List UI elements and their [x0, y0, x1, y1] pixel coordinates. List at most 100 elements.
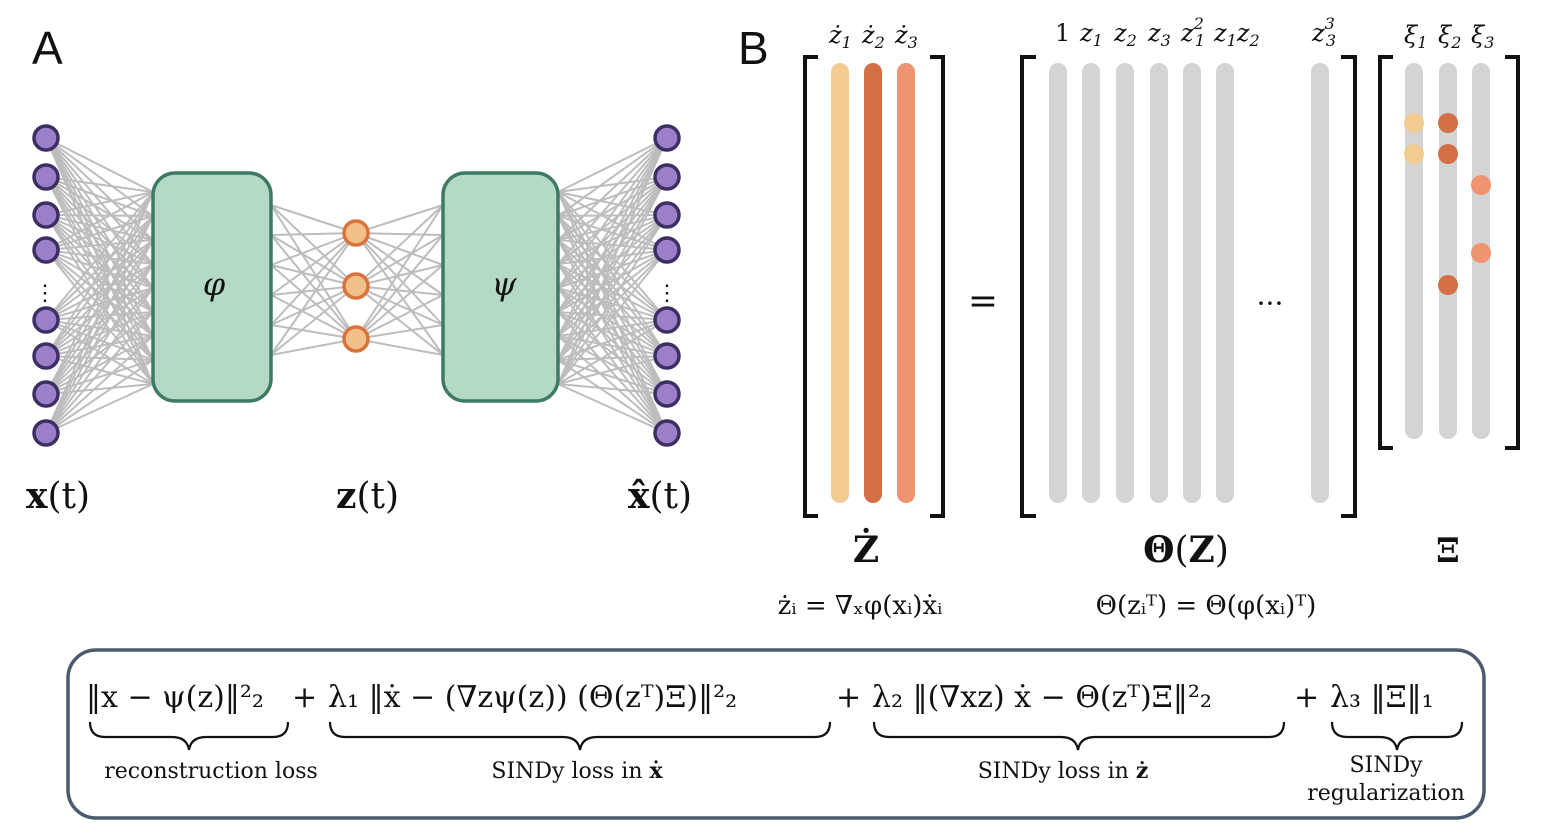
input-node: [32, 236, 60, 264]
network-edge: [355, 232, 444, 236]
network-edge: [45, 263, 154, 434]
network-edge: [355, 264, 444, 340]
output-node: [653, 201, 681, 229]
network-edge: [45, 214, 154, 241]
network-edge: [45, 215, 154, 251]
network-edge: [557, 137, 668, 241]
label-sindy-regularization-2: regularization: [1307, 781, 1465, 806]
network-edge: [270, 285, 357, 326]
network-edge: [45, 239, 154, 251]
network-edge: [270, 204, 357, 340]
network-edge: [557, 287, 668, 395]
network-edge: [557, 214, 668, 385]
network-edge: [557, 287, 668, 434]
network-edge: [355, 232, 444, 356]
theta-header-z2: z2: [1113, 19, 1137, 50]
network-edge: [270, 234, 357, 340]
network-edge: [45, 137, 154, 361]
network-edge: [355, 285, 444, 326]
network-edge: [557, 263, 668, 434]
network-edge: [45, 137, 154, 313]
network-nodes: [32, 124, 681, 447]
network-edge: [45, 263, 154, 395]
network-edge: [45, 137, 154, 289]
loss-term-sindy-z: λ₂ ‖(∇xz) ẋ − Θ(zᵀ)Ξ‖²₂: [872, 680, 1212, 715]
network-edge: [557, 137, 668, 265]
xi-left-bracket: [1378, 55, 1393, 450]
network-edge: [45, 311, 154, 434]
network-edge: [45, 176, 154, 193]
network-edge: [557, 191, 668, 216]
loss-function-box: [66, 648, 1486, 820]
network-edge: [355, 234, 444, 287]
theta-left-bracket: [1020, 55, 1036, 518]
network-edge: [45, 287, 154, 434]
input-label: x(t): [26, 475, 90, 517]
theta-right-bracket: [1341, 55, 1357, 518]
network-edge: [45, 191, 154, 321]
network-edge: [45, 335, 154, 357]
network-edge: [557, 191, 668, 434]
network-edge: [557, 191, 668, 251]
network-edge: [45, 191, 154, 216]
network-edge: [270, 324, 357, 340]
network-edge: [355, 264, 444, 287]
output-label: x̂(t): [628, 475, 692, 517]
underbrace-sindy-z: [872, 721, 1286, 751]
network-edge: [45, 239, 154, 434]
network-edge: [557, 214, 668, 289]
network-edge: [45, 215, 154, 395]
output-node: [653, 380, 681, 408]
network-edge: [557, 137, 668, 361]
network-edge: [557, 214, 668, 313]
underbrace-sindy-x: [328, 721, 832, 751]
network-edge: [45, 359, 154, 434]
zdot-header-2: ż2: [861, 21, 885, 52]
network-edge: [557, 176, 668, 193]
network-edge: [270, 338, 357, 356]
input-node: [32, 380, 60, 408]
latent-node: [342, 219, 370, 247]
xi-name: Ξ: [1436, 531, 1460, 571]
network-edge: [355, 204, 444, 234]
network-edge: [557, 176, 668, 241]
output-node: [653, 419, 681, 447]
output-node: [653, 163, 681, 191]
network-edge: [557, 215, 668, 357]
zdot-left-bracket: [803, 55, 818, 518]
input-node: [32, 306, 60, 334]
network-edge: [45, 311, 154, 395]
xi-coefficient: [1438, 275, 1458, 295]
latent-node: [342, 325, 370, 353]
network-edge: [557, 214, 668, 265]
network-edge: [557, 311, 668, 434]
network-edge: [45, 287, 154, 395]
network-edge: [557, 335, 668, 395]
network-edge: [557, 239, 668, 395]
zdot-right-bracket: [930, 55, 945, 518]
network-edge: [45, 191, 154, 357]
network-edge: [557, 191, 668, 357]
xi-coefficient: [1404, 113, 1424, 133]
underbrace-regularization: [1330, 721, 1464, 751]
input-node: [32, 124, 60, 152]
network-edge: [45, 137, 154, 193]
network-edge: [557, 137, 668, 217]
input-ellipsis: ⋮: [34, 281, 56, 306]
network-edge: [270, 232, 357, 296]
plus-sign-1: +: [292, 680, 317, 715]
network-edge: [45, 359, 154, 395]
network-edge: [45, 383, 154, 434]
network-edges: [45, 137, 668, 434]
network-edge: [355, 285, 444, 356]
input-node: [32, 163, 60, 191]
xi-coefficient: [1471, 243, 1491, 263]
network-edge: [45, 214, 154, 289]
network-edge: [270, 234, 357, 287]
network-edge: [557, 215, 668, 434]
network-edge: [557, 214, 668, 241]
network-edge: [557, 311, 668, 357]
network-edge: [557, 239, 668, 251]
